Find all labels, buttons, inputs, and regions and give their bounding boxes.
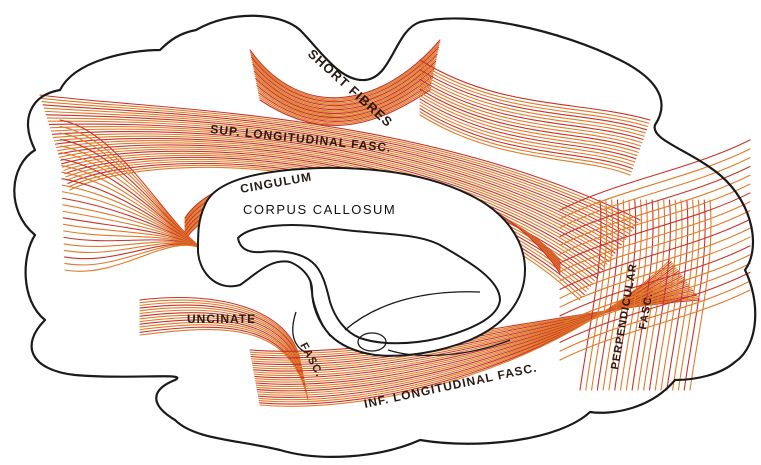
label-corpus-callosum: CORPUS CALLOSUM	[243, 202, 396, 217]
label-sup-longitudinal-fasc: SUP. LONGITUDINAL FASC.	[210, 122, 392, 155]
fibre-line	[560, 158, 750, 228]
fibre-line	[420, 63, 649, 123]
fibre-line	[560, 175, 750, 245]
fibre-line	[420, 66, 648, 126]
short-fibres-right	[420, 60, 650, 175]
label-perpendicular: PERPENDICULAR	[609, 262, 640, 370]
label-uncinate: UNCINATE	[187, 312, 256, 326]
perpendicular-bundle-b	[560, 140, 750, 360]
fibre-line	[560, 211, 750, 281]
fibre-line	[420, 115, 630, 175]
fibre-line	[560, 149, 750, 219]
